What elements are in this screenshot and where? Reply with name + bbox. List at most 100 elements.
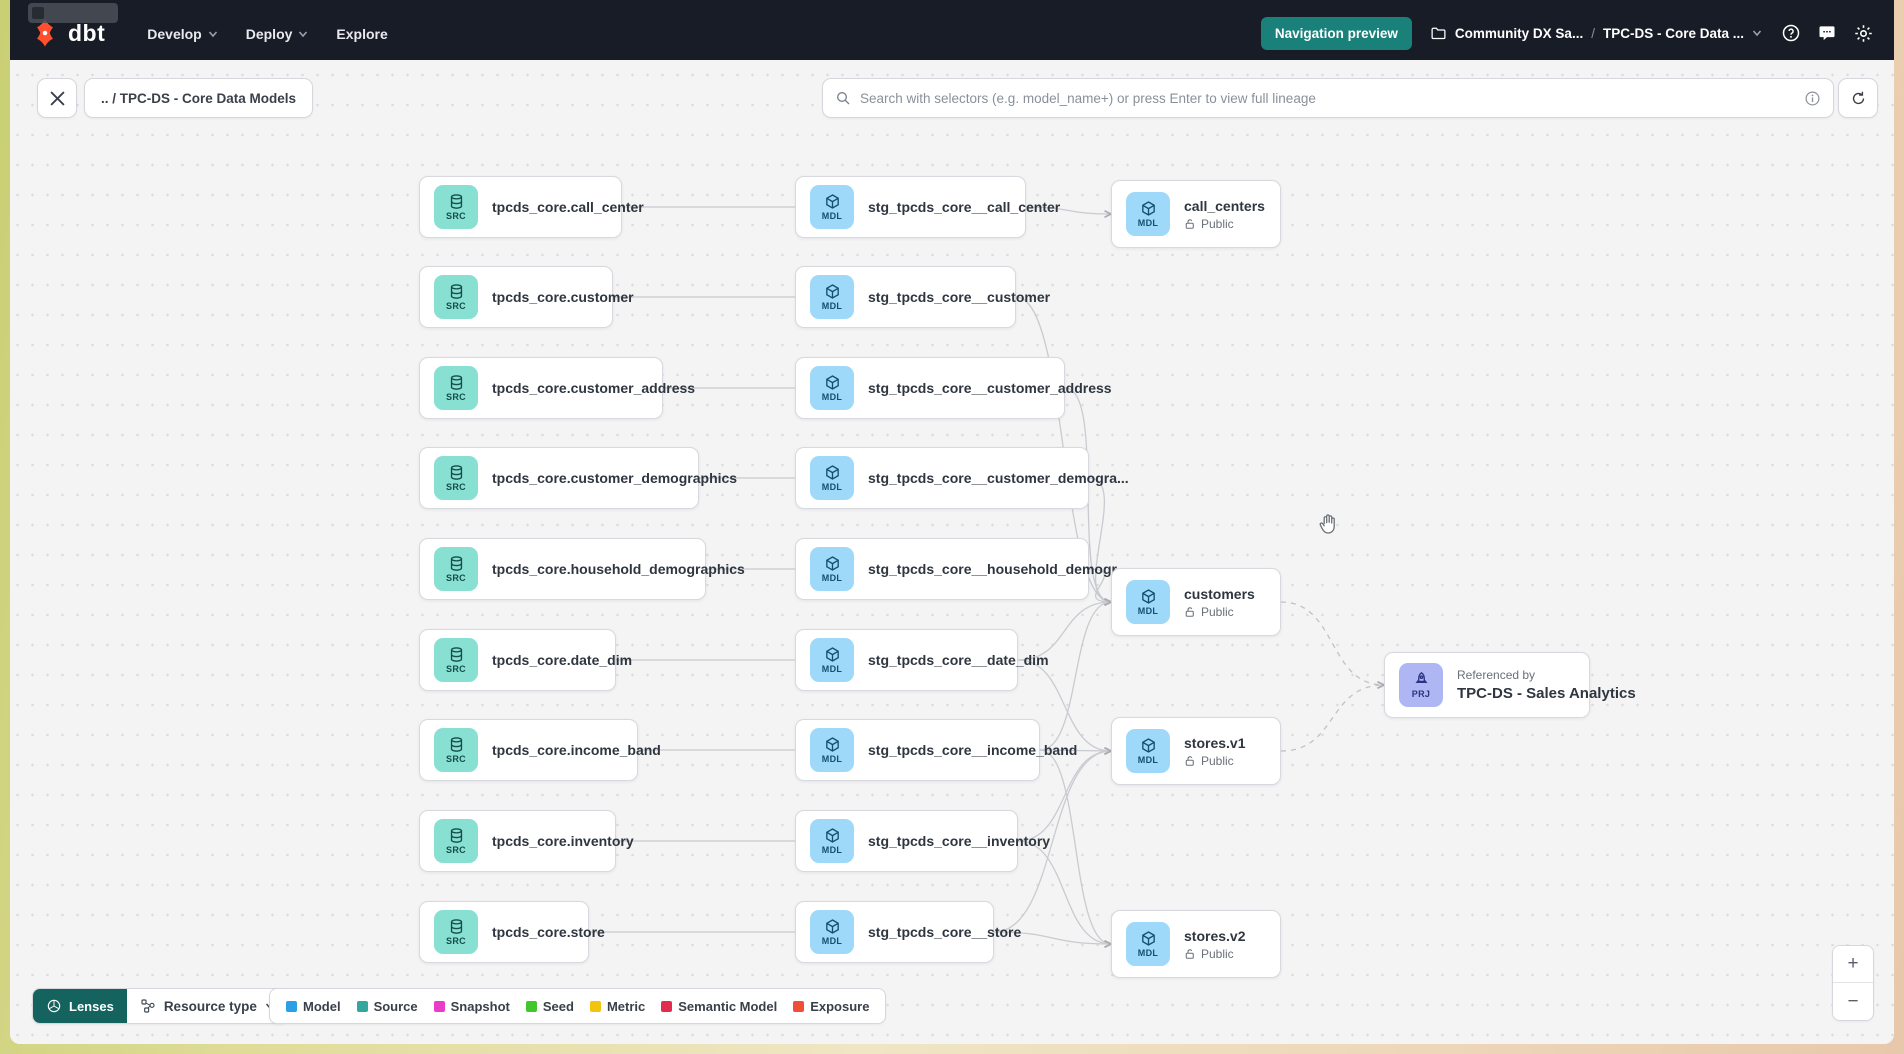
edge-stg_call_center-to-pub_call_centers [1025,206,1111,214]
navigation-preview-button[interactable]: Navigation preview [1260,16,1412,50]
node-access: Public [1184,217,1265,231]
legend-swatch [661,1000,673,1012]
node-label: stores.v1 [1184,734,1246,751]
graph-node-stg_customer_demographics[interactable]: MDL stg_tpcds_core__customer_demogra... [795,447,1129,509]
node-referenced-by: Referenced by [1457,668,1536,682]
resource-type-label: Resource type [163,998,257,1014]
cube-icon: MDL [1126,192,1170,236]
breadcrumb-page[interactable]: TPC-DS - Core Data ... [1602,25,1744,41]
cube-icon: MDL [1126,580,1170,624]
node-label: stg_tpcds_core__income_band [868,742,1078,758]
refresh-lineage-button[interactable] [1838,78,1878,118]
edge-stg_store-to-pub_stores_v2 [993,931,1111,944]
refresh-icon [1852,91,1864,104]
chevron-down-icon [299,31,308,38]
lenses-button[interactable]: Lenses [33,989,127,1023]
search-input[interactable] [860,90,1795,106]
edge-stg_store-to-pub_stores_v1 [993,751,1111,933]
cube-icon: MDL [810,275,854,319]
database-icon: SRC [434,728,478,772]
cube-icon: MDL [810,819,854,863]
menu-deploy[interactable]: Deploy [246,26,309,42]
node-access: Public [1184,947,1245,961]
node-label: stg_tpcds_core__date_dim [868,652,1049,668]
database-icon: SRC [434,819,478,863]
edge-stg_income_band-to-pub_stores_v1 [1039,750,1111,751]
cube-icon: MDL [810,728,854,772]
lineage-search [822,78,1834,118]
node-label: tpcds_core.household_demographics [492,561,745,577]
nav-icon-cluster [1780,22,1874,44]
cube-icon: MDL [810,456,854,500]
graph-node-stg_customer_address[interactable]: MDL stg_tpcds_core__customer_address [795,357,1112,419]
graph-node-prj_sales_analytics[interactable]: PRJ TPC-DS - Sales Analytics Referenced by [1384,652,1636,718]
legend-item-exposure: Exposure [793,999,869,1014]
legend-item-semantic-model: Semantic Model [661,999,777,1014]
node-label: stg_tpcds_core__store [868,924,1022,940]
edge-stg_inventory-to-pub_stores_v2 [1017,840,1111,944]
legend-item-metric: Metric [589,999,645,1014]
lineage-breadcrumb-chip[interactable]: .. / TPC-DS - Core Data Models [84,78,314,118]
cube-icon: MDL [810,366,854,410]
help-icon[interactable] [1780,22,1802,44]
node-label: stg_tpcds_core__customer_address [868,380,1112,396]
top-navigation-bar: dbt Develop Deploy Explore Navigation pr… [10,0,1894,60]
chevron-down-icon[interactable] [1752,28,1762,38]
node-access: Public [1184,605,1255,619]
dbt-logo-icon [37,19,53,47]
resource-type-dropdown[interactable]: Resource type [126,989,288,1023]
settings-gear-icon[interactable] [1852,22,1874,44]
rocket-icon: PRJ [1399,663,1443,707]
breadcrumb-project[interactable]: Community DX Sa... [1454,25,1584,41]
menu-develop[interactable]: Develop [147,26,217,42]
graph-node-src_date_dim[interactable]: SRC tpcds_core.date_dim [419,629,632,691]
zoom-in-button[interactable]: + [1833,946,1873,983]
dbt-logo[interactable]: dbt [30,18,105,48]
node-label: tpcds_core.customer_demographics [492,470,738,486]
close-icon [49,90,65,106]
legend-swatch [525,1000,537,1012]
info-icon[interactable] [1804,90,1821,107]
database-icon: SRC [434,547,478,591]
node-label: stg_tpcds_core__customer_demogra... [868,470,1129,486]
window-artifact [28,3,118,23]
breadcrumb: Community DX Sa... / TPC-DS - Core Data … [1430,25,1762,42]
legend-swatch [356,1000,368,1012]
legend-item-seed: Seed [525,999,574,1014]
close-lineage-button[interactable] [37,78,77,118]
node-label: tpcds_core.date_dim [492,652,633,668]
database-icon: SRC [434,638,478,682]
legend-swatch [433,1000,445,1012]
menu-explore[interactable]: Explore [336,26,388,42]
graph-node-stg_income_band[interactable]: MDL stg_tpcds_core__income_band [795,719,1077,781]
zoom-out-button[interactable]: − [1833,983,1873,1020]
node-label: TPC-DS - Sales Analytics [1457,685,1636,702]
view-controls-group: Lenses Resource type [32,988,289,1024]
graph-node-src_household_demographics[interactable]: SRC tpcds_core.household_demographics [419,538,745,600]
edge-stg_income_band-to-pub_stores_v2 [1039,749,1111,944]
feedback-icon[interactable] [1816,22,1838,44]
legend-item-snapshot: Snapshot [433,999,510,1014]
node-label: tpcds_core.customer_address [492,380,696,396]
edge-pub_customers-to-prj_sales_analytics [1280,601,1384,685]
zoom-controls: + − [1832,945,1874,1021]
